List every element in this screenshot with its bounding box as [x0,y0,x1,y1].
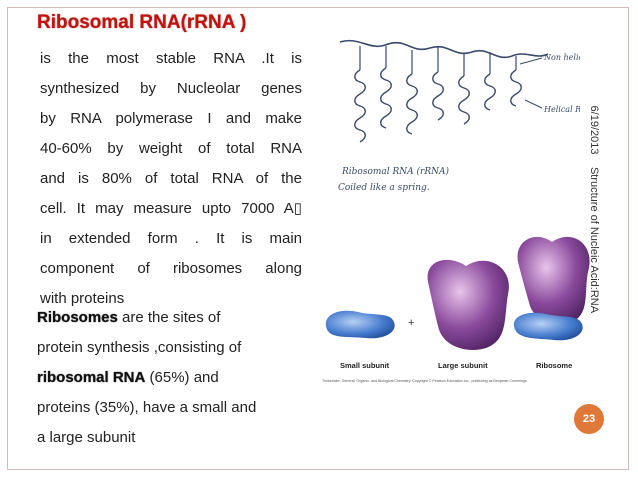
caption-line-2: Coiled like a spring. [338,183,430,193]
paragraph-line: Ribosomes are the sites of [37,303,299,333]
label-ribosome: Ribosome [536,361,572,370]
caption-line-1: Ribosomal RNA (rRNA) [341,166,449,177]
label-helical: Helical Region [543,105,580,114]
side-title-text: Structure of Nucleic Acid:RNA [588,166,600,314]
paragraph-ribosomes: Ribosomes are the sites of protein synth… [37,303,299,453]
paragraph-line: proteins (35%), have a small and [37,399,257,416]
text-run: are the sites of [117,309,221,326]
pointer-helical [524,99,543,109]
coil [380,67,392,129]
paragraph-line: is the most stable RNA .It is [40,50,302,67]
paragraph-line: with proteins [40,290,125,307]
paragraph-line: in extended form . It is main [40,230,302,247]
large-subunit-shape [427,259,509,350]
paragraph-line: ribosomal RNA (65%) and [37,363,299,393]
coil [510,69,522,107]
plus-sign: + [408,317,414,329]
nonhelical-strand [339,39,549,59]
paragraph-line: a large subunit [37,429,136,446]
coil [406,73,418,135]
small-subunit-shape [325,310,395,339]
ribosome-figure: + Small subunit Large subunit Ribosome T… [318,222,598,388]
side-date-text: 6/19/2013 [588,105,600,155]
term-ribosomes: Ribosomes [37,309,118,326]
coil [484,73,496,111]
label-large-subunit: Large subunit [438,361,488,370]
side-title: Structure of Nucleic Acid:RNA [578,165,610,315]
strand-connectors [359,46,517,76]
coil [354,69,366,143]
paragraph-line: 40-60% by weight of total RNA [40,140,302,157]
helical-coils [354,67,522,143]
text-run: (65%) and [145,369,219,386]
page-number-badge: 23 [574,404,604,434]
paragraph-rrna: is the most stable RNA .It is synthesize… [40,44,302,314]
paragraph-line: synthesized by Nucleolar genes [40,80,302,97]
paragraph-line: protein synthesis ,consisting of [37,339,242,356]
coil [458,75,470,125]
paragraph-line: cell. It may measure upto 7000 A▯ [40,200,302,217]
ribosome-small-shape [513,312,583,341]
slide-title: Ribosomal RNA(rRNA ) [37,12,247,33]
figure-credit: Timberlake, General, Organic, and Biolog… [322,379,527,383]
paragraph-line: component of ribosomes along [40,260,302,277]
coil [432,71,444,121]
ribosome-large-shape [517,236,590,325]
label-small-subunit: Small subunit [340,361,390,370]
paragraph-line: and is 80% of total RNA of the [40,170,302,187]
label-nonhelical: Non helical Region [543,53,580,62]
pointer-nonhelical [519,57,543,65]
term-ribosomal-rna: ribosomal RNA [37,369,146,386]
slide-frame [7,7,629,470]
side-date: 6/19/2013 [578,100,610,160]
rrna-coil-diagram: Non helical Region Helical Region Riboso… [338,39,580,193]
paragraph-line: by RNA polymerase I and make [40,110,302,127]
